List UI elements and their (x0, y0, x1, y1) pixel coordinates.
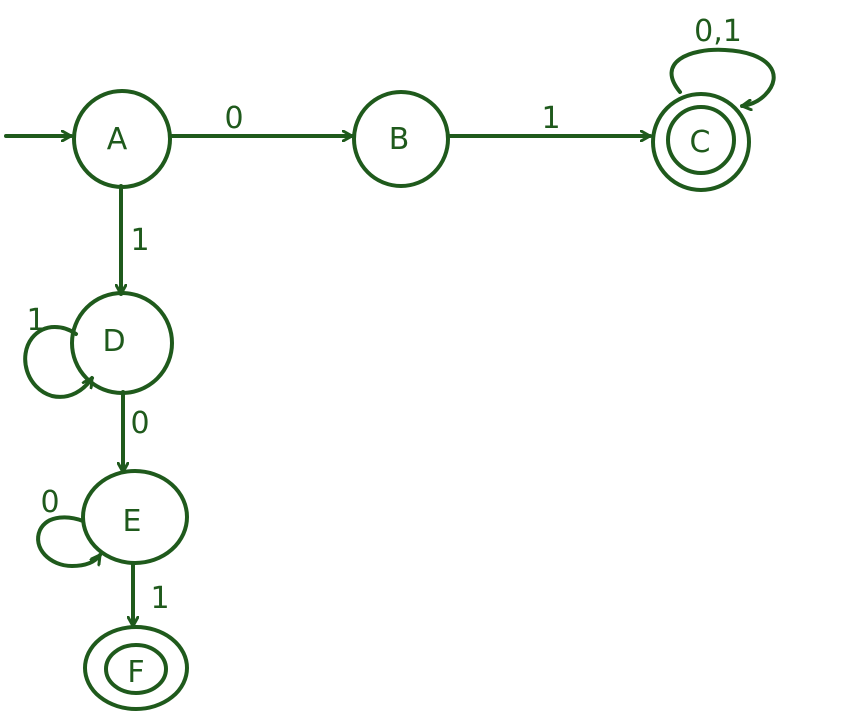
transition-d-d-label: 1 (26, 303, 45, 338)
state-a-circle (72, 89, 172, 189)
state-f-outer-circle (83, 625, 189, 711)
state-e-circle (81, 469, 189, 565)
transition-e-e-label: 0 (40, 485, 59, 520)
state-a-label: A (107, 122, 128, 157)
state-b-label: B (389, 122, 410, 157)
transition-d-d (23, 325, 94, 399)
state-c-outer-circle (651, 92, 751, 192)
state-c-inner-circle (666, 105, 736, 175)
state-c-label: C (690, 125, 711, 160)
transition-c-c-label: 0,1 (694, 14, 742, 49)
transition-e-e (36, 515, 102, 569)
transition-d-e-label: 0 (130, 406, 149, 441)
state-b-circle (352, 90, 450, 188)
transition-e-f-label: 1 (150, 581, 169, 616)
transition-b-c-label: 1 (541, 101, 560, 136)
transition-c-c (669, 47, 776, 106)
transition-a-b-label: 0 (224, 101, 243, 136)
transition-a-d-label: 1 (130, 223, 149, 258)
state-d-label: D (102, 324, 125, 359)
state-f-inner-circle (104, 643, 168, 695)
state-f-label: F (127, 655, 144, 690)
state-e-label: E (123, 504, 142, 539)
state-d-circle (70, 291, 174, 395)
